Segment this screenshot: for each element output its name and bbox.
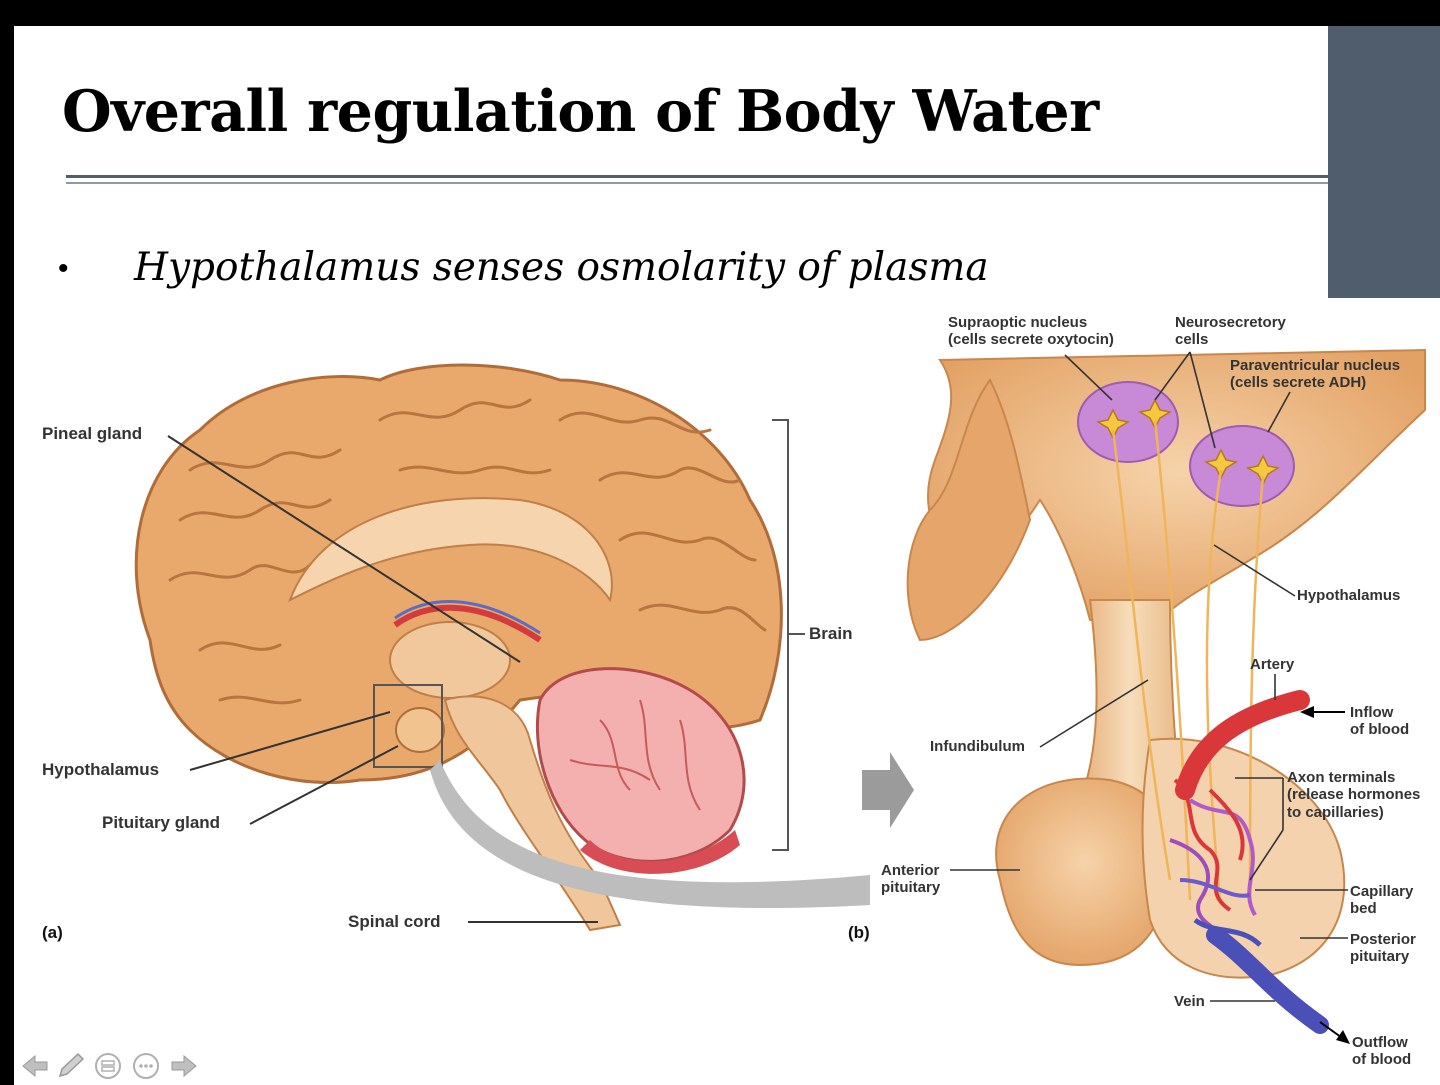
label-pituitary-gland: Pituitary gland [102,813,221,832]
posterior-pituitary-lobe [1141,737,1346,979]
prev-slide-button[interactable] [20,1051,50,1081]
label-hypothalamus-a: Hypothalamus [42,760,160,779]
title-rule [66,175,1328,178]
ventricle [393,604,542,643]
label-hypothalamus-b: Hypothalamus [1297,587,1401,604]
gyri-lines [168,398,767,705]
label-outflow: Outflow of blood [1352,1034,1412,1069]
pen-icon [58,1052,85,1078]
slide-title: Overall regulation of Body Water [62,78,1099,145]
label-infundibulum: Infundibulum [930,738,1025,755]
label-anterior-pituitary: Anterior pituitary [881,862,941,897]
cerebellum [535,667,746,863]
neurosecretory-cells [1095,398,1281,486]
zoom-arrow [862,752,914,828]
label-vein: Vein [1174,993,1205,1010]
label-supraoptic: Supraoptic nucleus (cells secrete oxytoc… [948,314,1114,349]
brain-diagram [134,363,914,932]
slides-menu-button[interactable] [92,1051,124,1081]
artery [1175,690,1310,800]
label-artery: Artery [1250,656,1295,673]
corpus-callosum [288,497,613,603]
label-posterior-pituitary: Posterior pituitary [1350,931,1416,966]
label-brain: Brain [809,624,853,643]
zoom-connector [430,760,870,909]
thalamus [389,621,511,699]
cerebellum-folia [569,699,701,811]
label-inflow: Inflow of blood [1350,704,1410,739]
more-icon [133,1053,159,1079]
pituitary-diagram [906,348,1426,1044]
arrow-left-icon [22,1055,48,1077]
pen-tool-button[interactable] [54,1051,88,1081]
label-pineal-gland: Pineal gland [42,424,143,443]
next-slide-button[interactable] [168,1051,200,1081]
vein [1206,926,1329,1034]
bullet-text: Hypothalamus senses osmolarity of plasma [134,245,989,290]
paraventricular-nucleus [1189,425,1295,507]
more-options-button[interactable] [130,1051,162,1081]
leader-lines-b [950,351,1348,1002]
accent-bar [1328,26,1440,298]
panel-label-b: (b) [848,923,870,942]
bullet-marker: • [58,252,69,285]
label-spinal-cord: Spinal cord [348,912,441,931]
leader-lines-a [167,435,598,923]
panel-label-a: (a) [42,923,63,942]
label-paraventricular: Paraventricular nucleus (cells secrete A… [1230,357,1401,392]
hypothalamic-tissue [927,348,1426,621]
capillary-bed [1169,778,1257,942]
optic-chiasm [906,378,1032,642]
slides-icon [95,1053,121,1079]
title-rule-thin [66,182,1328,184]
arrow-right-icon [171,1055,197,1077]
label-neurosecretory: Neurosecretory cells [1175,314,1286,349]
zoom-box [373,684,443,768]
label-axon-terminals: Axon terminals (release hormones to capi… [1287,769,1421,821]
label-capillary-bed: Capillary bed [1350,883,1414,918]
